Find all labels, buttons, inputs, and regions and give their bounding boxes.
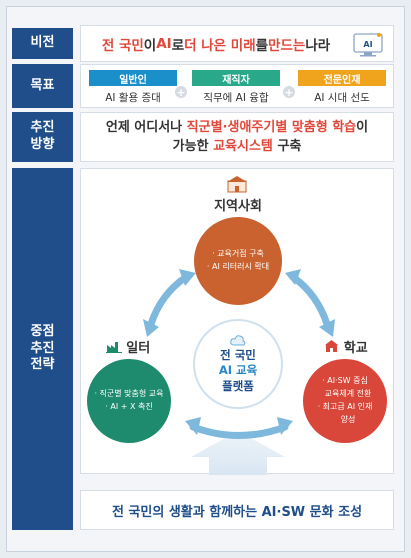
goal-expert-head: 전문인재	[298, 70, 386, 86]
cycle-arrows	[143, 269, 335, 475]
arrow-top-right	[289, 273, 331, 328]
label-vision: 비전	[12, 28, 73, 59]
goal-general: 일반인 AI 활용 증대	[89, 70, 177, 108]
center-line-1: 전 국민	[220, 347, 256, 362]
goal-expert: 전문인재 AI 시대 선도	[298, 70, 386, 108]
plus-icon: +	[175, 85, 187, 99]
label-direction: 추진 방향	[12, 112, 73, 162]
node-workplace-circle: · 직군별 맞춤형 교육 · AI + X 촉진	[87, 359, 171, 443]
goal-employee: 재직자 직무에 AI 융합	[192, 70, 280, 108]
plus-icon: +	[283, 85, 295, 99]
factory-icon	[105, 342, 122, 353]
direction-panel: 언제 어디서나 직군별·생애주기별 맞춤형 학습이 가능한 교육시스템 구축	[80, 112, 394, 162]
goal-general-head: 일반인	[89, 70, 177, 86]
center-line-3: 플랫폼	[222, 378, 254, 393]
ai-monitor-label: AI	[363, 40, 372, 49]
strategy-panel: 지역사회 · 교육거점 구축 · AI 리터러시 확대 전 국민 AI 교육 플…	[80, 168, 394, 475]
center-platform: 전 국민 AI 교육 플랫폼	[193, 319, 283, 409]
goal-panel: 일반인 AI 활용 증대 + 재직자 직무에 AI 융합 + 전문인재 AI 시…	[80, 64, 394, 108]
node-school-circle: · AI·SW 중심 교육체계 전환 · 최고급 AI 인재 양성	[303, 359, 387, 443]
goal-employee-head: 재직자	[192, 70, 280, 86]
node-workplace-title: 일터	[93, 337, 163, 356]
goal-expert-body: AI 시대 선도	[314, 91, 370, 104]
node-community-title: 지역사회	[214, 199, 262, 214]
label-goal: 목표	[12, 64, 73, 108]
goal-general-body: AI 활용 증대	[105, 91, 161, 104]
culture-statement: 전 국민의 생활과 함께하는 AI·SW 문화 조성	[80, 490, 394, 530]
arrow-left-right	[189, 423, 289, 439]
cloud-icon	[230, 335, 246, 346]
school-icon	[325, 340, 339, 352]
arrow-top-left	[147, 273, 190, 328]
ai-monitor-icon: AI	[353, 33, 383, 57]
direction-statement: 언제 어디서나 직군별·생애주기별 맞춤형 학습이 가능한 교육시스템 구축	[105, 119, 369, 155]
node-community-circle: · 교육거점 구축 · AI 리터러시 확대	[194, 217, 282, 305]
label-strategy: 중점 추진 전략	[12, 168, 73, 530]
node-school-title: 학교	[311, 337, 381, 356]
community-icon	[227, 176, 247, 193]
center-line-2: AI 교육	[218, 363, 258, 378]
goal-employee-body: 직무에 AI 융합	[203, 91, 269, 104]
upward-arrow	[191, 431, 285, 475]
